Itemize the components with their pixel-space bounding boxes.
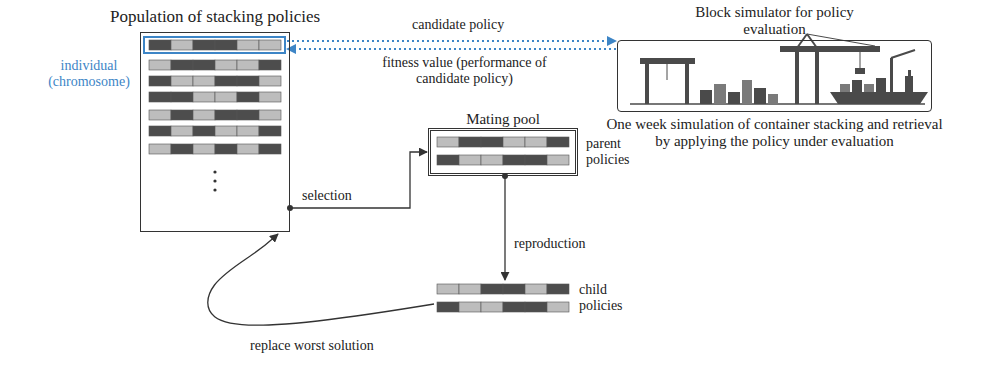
gene-cell: [171, 60, 193, 70]
gene-cell: [215, 76, 237, 86]
gene-cell: [171, 144, 193, 154]
dotted-arrow: [287, 40, 616, 42]
group-label: parent policies: [584, 136, 638, 168]
gene-cell: [171, 76, 193, 86]
gene-cell: [547, 155, 569, 165]
gene-cell: [547, 284, 569, 294]
edge-label: reproduction: [512, 236, 588, 252]
simulator-box: Block simulator for policy evaluationOne…: [617, 40, 932, 112]
node-heading: Block simulator for policy evaluation: [687, 4, 862, 39]
dotted-arrow: [287, 48, 616, 50]
gene-cell: [149, 110, 171, 120]
gene-cell: [259, 92, 281, 102]
gene-cell: [149, 144, 171, 154]
gene-cell: [503, 284, 525, 294]
edge-label: selection: [300, 188, 354, 204]
gene-cell: [215, 92, 237, 102]
child-policies-group: child policies: [437, 282, 569, 314]
node-heading: Mating pool: [466, 111, 540, 128]
edge-label: fitness value (performance of candidate …: [360, 55, 569, 87]
gene-cell: [193, 126, 215, 136]
gene-cell: [149, 60, 171, 70]
individual-chromosome: individual (chromosome): [143, 36, 286, 54]
gene-cell: [237, 76, 259, 86]
gene-cell: [193, 144, 215, 154]
edge-label: candidate policy: [410, 17, 506, 33]
gene-cell: [437, 155, 459, 165]
gene-cell: [481, 302, 503, 312]
node-heading: individual (chromosome): [43, 58, 135, 90]
flow-arrow: [290, 152, 427, 208]
gene-cell: [259, 110, 281, 120]
gene-cell: [215, 110, 237, 120]
gene-cell: [237, 92, 259, 102]
gene-cell: [171, 40, 193, 50]
gene-cell: [547, 302, 569, 312]
gene-cell: [237, 126, 259, 136]
gene-cell: [525, 284, 547, 294]
gene-cell: [481, 137, 503, 147]
gene-cell: [547, 137, 569, 147]
gene-cell: [459, 155, 481, 165]
gene-cell: [237, 40, 259, 50]
gene-cell: [193, 110, 215, 120]
gene-cell: [215, 40, 237, 50]
node-caption: One week simulation of container stackin…: [602, 116, 947, 151]
gene-cell: [171, 126, 193, 136]
gene-cell: [171, 110, 193, 120]
gene-cell: [193, 92, 215, 102]
ellipsis-dots: [213, 170, 216, 191]
gene-cell: [459, 302, 481, 312]
gene-cell: [237, 110, 259, 120]
gene-cell: [525, 155, 547, 165]
node-heading: Population of stacking policies: [110, 7, 320, 27]
flow-arrow: [504, 176, 505, 280]
gene-cell: [171, 92, 193, 102]
gene-cell: [215, 60, 237, 70]
gene-cell: [149, 92, 171, 102]
gene-cell: [193, 76, 215, 86]
gene-cell: [215, 144, 237, 154]
mating-pool-box: Mating pool: [428, 128, 578, 176]
population-box: Population of stacking policiesindividua…: [140, 32, 290, 232]
gene-cell: [525, 137, 547, 147]
port-illustration: [630, 34, 928, 104]
gene-cell: [503, 137, 525, 147]
gene-cell: [481, 284, 503, 294]
gene-cell: [437, 302, 459, 312]
gene-cell: [503, 302, 525, 312]
gene-cell: [259, 60, 281, 70]
gene-cell: [149, 126, 171, 136]
gene-cell: [149, 76, 171, 86]
gene-cell: [259, 40, 281, 50]
gene-cell: [259, 76, 281, 86]
gene-cell: [215, 126, 237, 136]
gene-cell: [437, 284, 459, 294]
gene-cell: [259, 144, 281, 154]
flow-arrow: [208, 234, 434, 325]
gene-cell: [459, 137, 481, 147]
gene-cell: [481, 155, 503, 165]
gene-cell: [193, 60, 215, 70]
gene-cell: [193, 40, 215, 50]
edge-label: replace worst solution: [248, 338, 376, 354]
junction-dot: [287, 205, 293, 211]
gene-cell: [149, 40, 171, 50]
gene-cell: [259, 126, 281, 136]
gene-cell: [237, 144, 259, 154]
gene-cell: [525, 302, 547, 312]
node-heading: child policies: [579, 282, 634, 314]
gene-cell: [459, 284, 481, 294]
chromosome-rows: [149, 40, 569, 312]
gene-cell: [437, 137, 459, 147]
gene-cell: [503, 155, 525, 165]
gene-cell: [237, 60, 259, 70]
